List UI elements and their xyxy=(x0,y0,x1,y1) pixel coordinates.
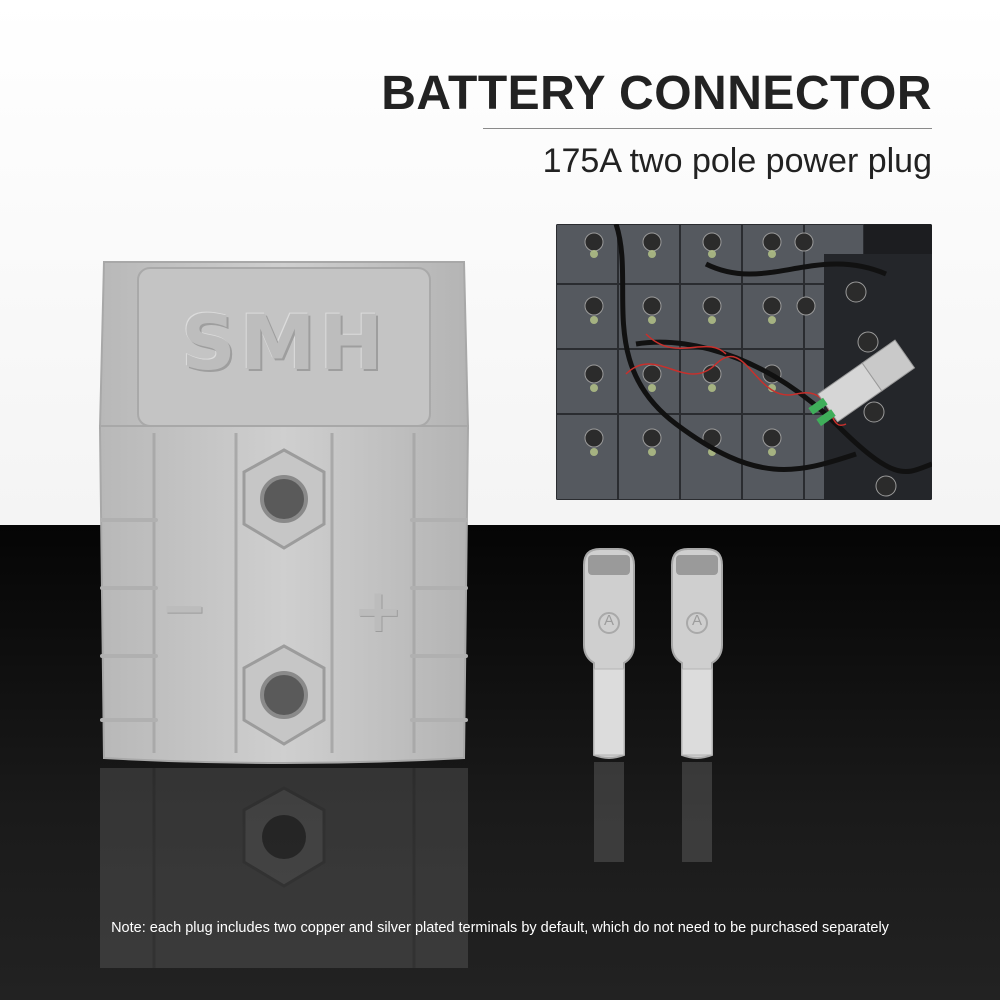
terminal-left-reflection xyxy=(578,762,640,872)
terminal-right-reflection xyxy=(666,762,728,872)
positive-polarity-mark: + xyxy=(352,576,404,646)
plug-reflection-illustration xyxy=(100,768,468,968)
terminal-left-mark: A xyxy=(603,612,614,629)
page-subtitle: 175A two pole power plug xyxy=(542,142,932,180)
hex-nut-bottom xyxy=(242,644,326,746)
terminal-right-illustration xyxy=(671,548,723,759)
plug-reflection xyxy=(96,768,472,968)
application-photo xyxy=(556,224,932,500)
negative-polarity-mark: − xyxy=(160,576,208,641)
plug-housing-illustration xyxy=(98,261,470,764)
battery-bank-illustration xyxy=(556,224,932,500)
hex-nut-top xyxy=(242,448,326,550)
terminal-left-illustration xyxy=(583,548,635,759)
title-divider xyxy=(483,128,932,129)
footer-note: Note: each plug includes two copper and … xyxy=(111,920,889,936)
brand-logo: SMH xyxy=(181,298,387,387)
page-title: BATTERY CONNECTOR xyxy=(381,67,932,120)
plug-housing: SMH − + xyxy=(96,258,472,768)
terminal-right-mark: A xyxy=(691,612,702,629)
terminal-right: A xyxy=(666,545,728,765)
terminal-left: A xyxy=(578,545,640,765)
